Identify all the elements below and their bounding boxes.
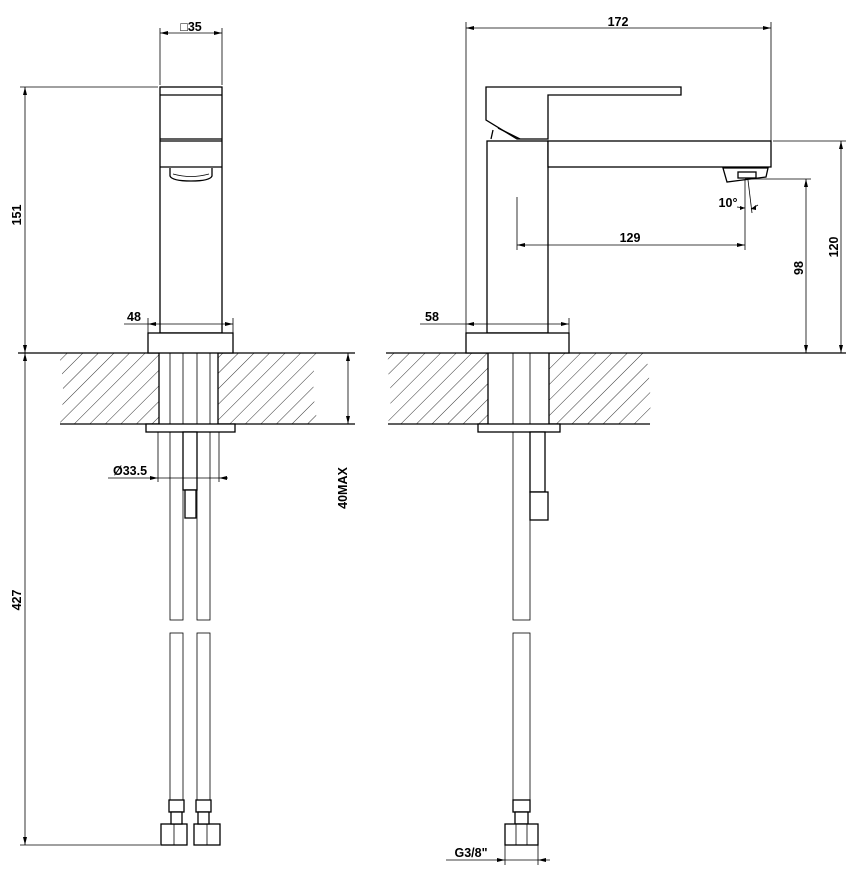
width-dimension: □35 <box>180 20 202 34</box>
reach-dimension: 129 <box>620 231 641 245</box>
countertop-section-left <box>18 352 355 425</box>
hoses-side <box>477 352 561 846</box>
front-dimensions: □35 151 427 48 Ø33.5 40MAX <box>10 20 355 846</box>
outlet-height-dimension: 98 <box>792 261 806 275</box>
height-dimension: 151 <box>10 205 24 226</box>
length-dimension: 172 <box>608 15 629 29</box>
thread-dimension: G3/8" <box>454 846 487 860</box>
spout-height-dimension: 120 <box>827 237 841 258</box>
hose-length-dimension: 427 <box>10 590 24 611</box>
side-view: 172 120 98 129 10° 58 <box>386 15 846 865</box>
shank-diameter-dimension: Ø33.5 <box>113 464 147 478</box>
faucet-body-side <box>465 86 772 354</box>
countertop-section-right <box>386 352 846 425</box>
faucet-body-front <box>147 86 234 354</box>
hoses-front <box>145 352 236 846</box>
side-base-dimension: 58 <box>425 310 439 324</box>
front-view: □35 151 427 48 Ø33.5 40MAX <box>10 20 355 846</box>
counter-thickness-dimension: 40MAX <box>336 467 350 509</box>
angle-dimension: 10° <box>719 196 738 210</box>
side-dimensions: 172 120 98 129 10° 58 <box>420 15 846 865</box>
base-dimension: 48 <box>127 310 141 324</box>
